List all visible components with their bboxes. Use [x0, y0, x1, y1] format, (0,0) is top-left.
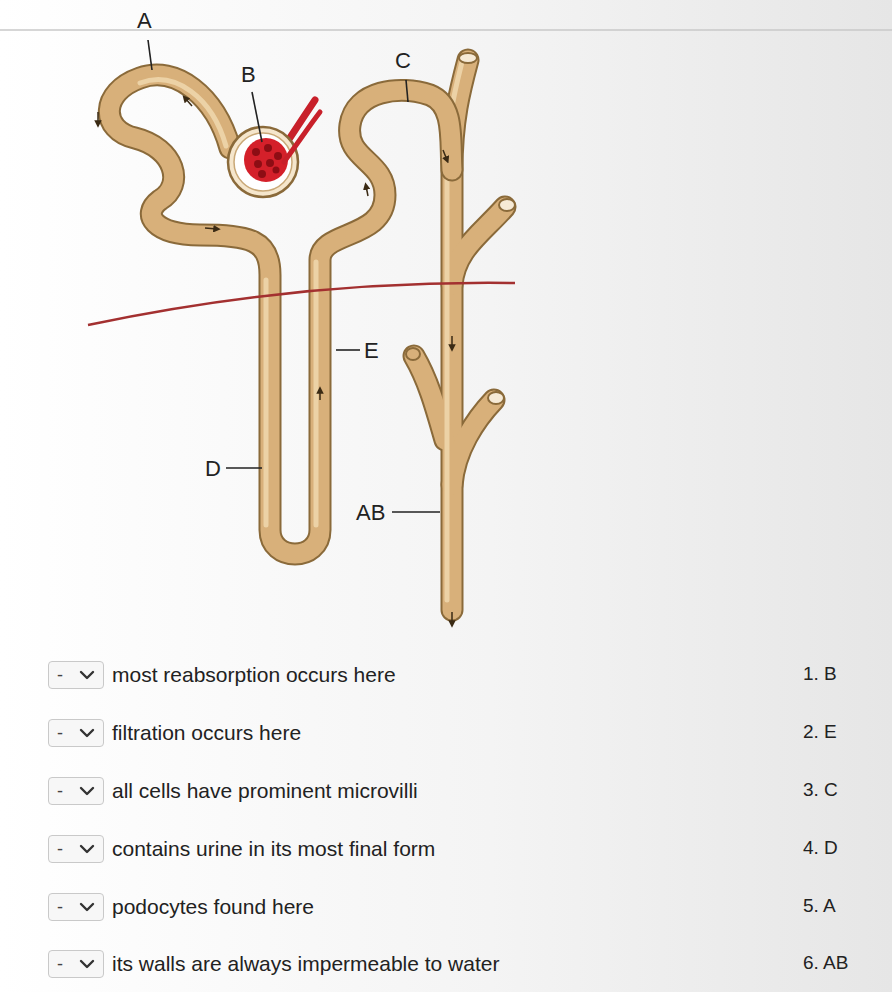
answer-option: 3. C	[803, 779, 838, 802]
part-letter: B	[241, 62, 256, 88]
dropdown-select: -	[48, 777, 104, 805]
question-text: most reabsorption occurs here	[112, 662, 396, 687]
chevron-icon	[79, 785, 95, 797]
chevron-icon	[79, 958, 95, 970]
question-text: filtration occurs here	[112, 720, 301, 745]
part-letter: C	[395, 48, 411, 74]
dropdown-value: -	[57, 665, 63, 685]
question-text: its walls are always impermeable to wate…	[112, 951, 499, 976]
chevron-stroke	[81, 961, 93, 967]
chevron-stroke	[81, 788, 93, 794]
dropdown-select: -	[48, 661, 104, 689]
chevron-icon	[79, 843, 95, 855]
chevron-icon	[79, 901, 95, 913]
part-letter: A	[137, 8, 152, 34]
dropdown-value: -	[57, 897, 63, 917]
dropdown-select: -	[48, 719, 104, 747]
chevron-icon	[79, 727, 95, 739]
dropdown-select: -	[48, 893, 104, 921]
answer-option: 1. B	[803, 663, 837, 686]
dropdown-select: -	[48, 835, 104, 863]
chevron-icon	[79, 669, 95, 681]
question-text: all cells have prominent microvilli	[112, 778, 418, 803]
answer-option: 5. A	[803, 895, 836, 918]
part-letter: D	[205, 456, 221, 482]
chevron-stroke	[81, 846, 93, 852]
answer-option: 4. D	[803, 837, 838, 860]
dropdown-select: -	[48, 950, 104, 978]
answer-option: 6. AB	[803, 952, 848, 975]
chevron-stroke	[81, 730, 93, 736]
chevron-stroke	[81, 672, 93, 678]
dropdown-value: -	[57, 954, 63, 974]
answer-option: 2. E	[803, 721, 837, 744]
dropdown-value: -	[57, 839, 63, 859]
question-text: podocytes found here	[112, 894, 314, 919]
dropdown-value: -	[57, 723, 63, 743]
question-text: contains urine in its most final form	[112, 836, 435, 861]
part-letter: E	[364, 338, 379, 364]
part-letter: AB	[356, 500, 385, 526]
chevron-stroke	[81, 904, 93, 910]
dropdown-value: -	[57, 781, 63, 801]
